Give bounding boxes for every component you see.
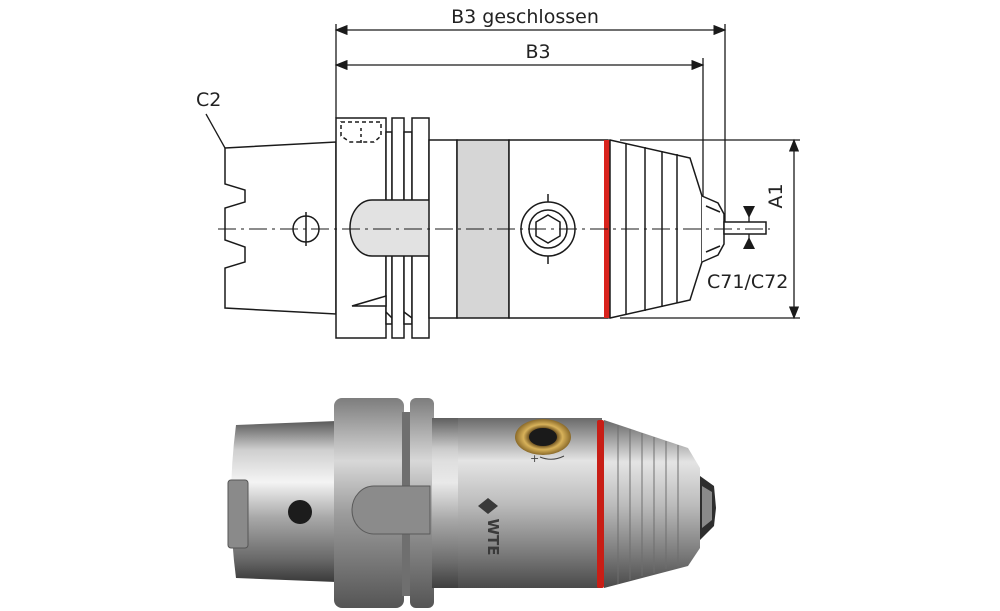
dimension-c2: C2 [196, 89, 226, 149]
dimension-a1: A1 [765, 138, 800, 320]
label-b3: B3 [525, 41, 550, 63]
flange-outline [335, 117, 430, 339]
dimension-b3-closed: B3 geschlossen [334, 6, 727, 36]
label-c71-c72: C71/C72 [707, 271, 788, 293]
shank-outline [224, 141, 337, 315]
label-a1: A1 [765, 183, 787, 208]
label-c2: C2 [196, 89, 221, 111]
dimension-b3: B3 [334, 41, 705, 71]
chuck-body-outline [428, 139, 609, 319]
extension-lines [335, 24, 800, 319]
label-b3-closed: B3 geschlossen [451, 6, 599, 28]
